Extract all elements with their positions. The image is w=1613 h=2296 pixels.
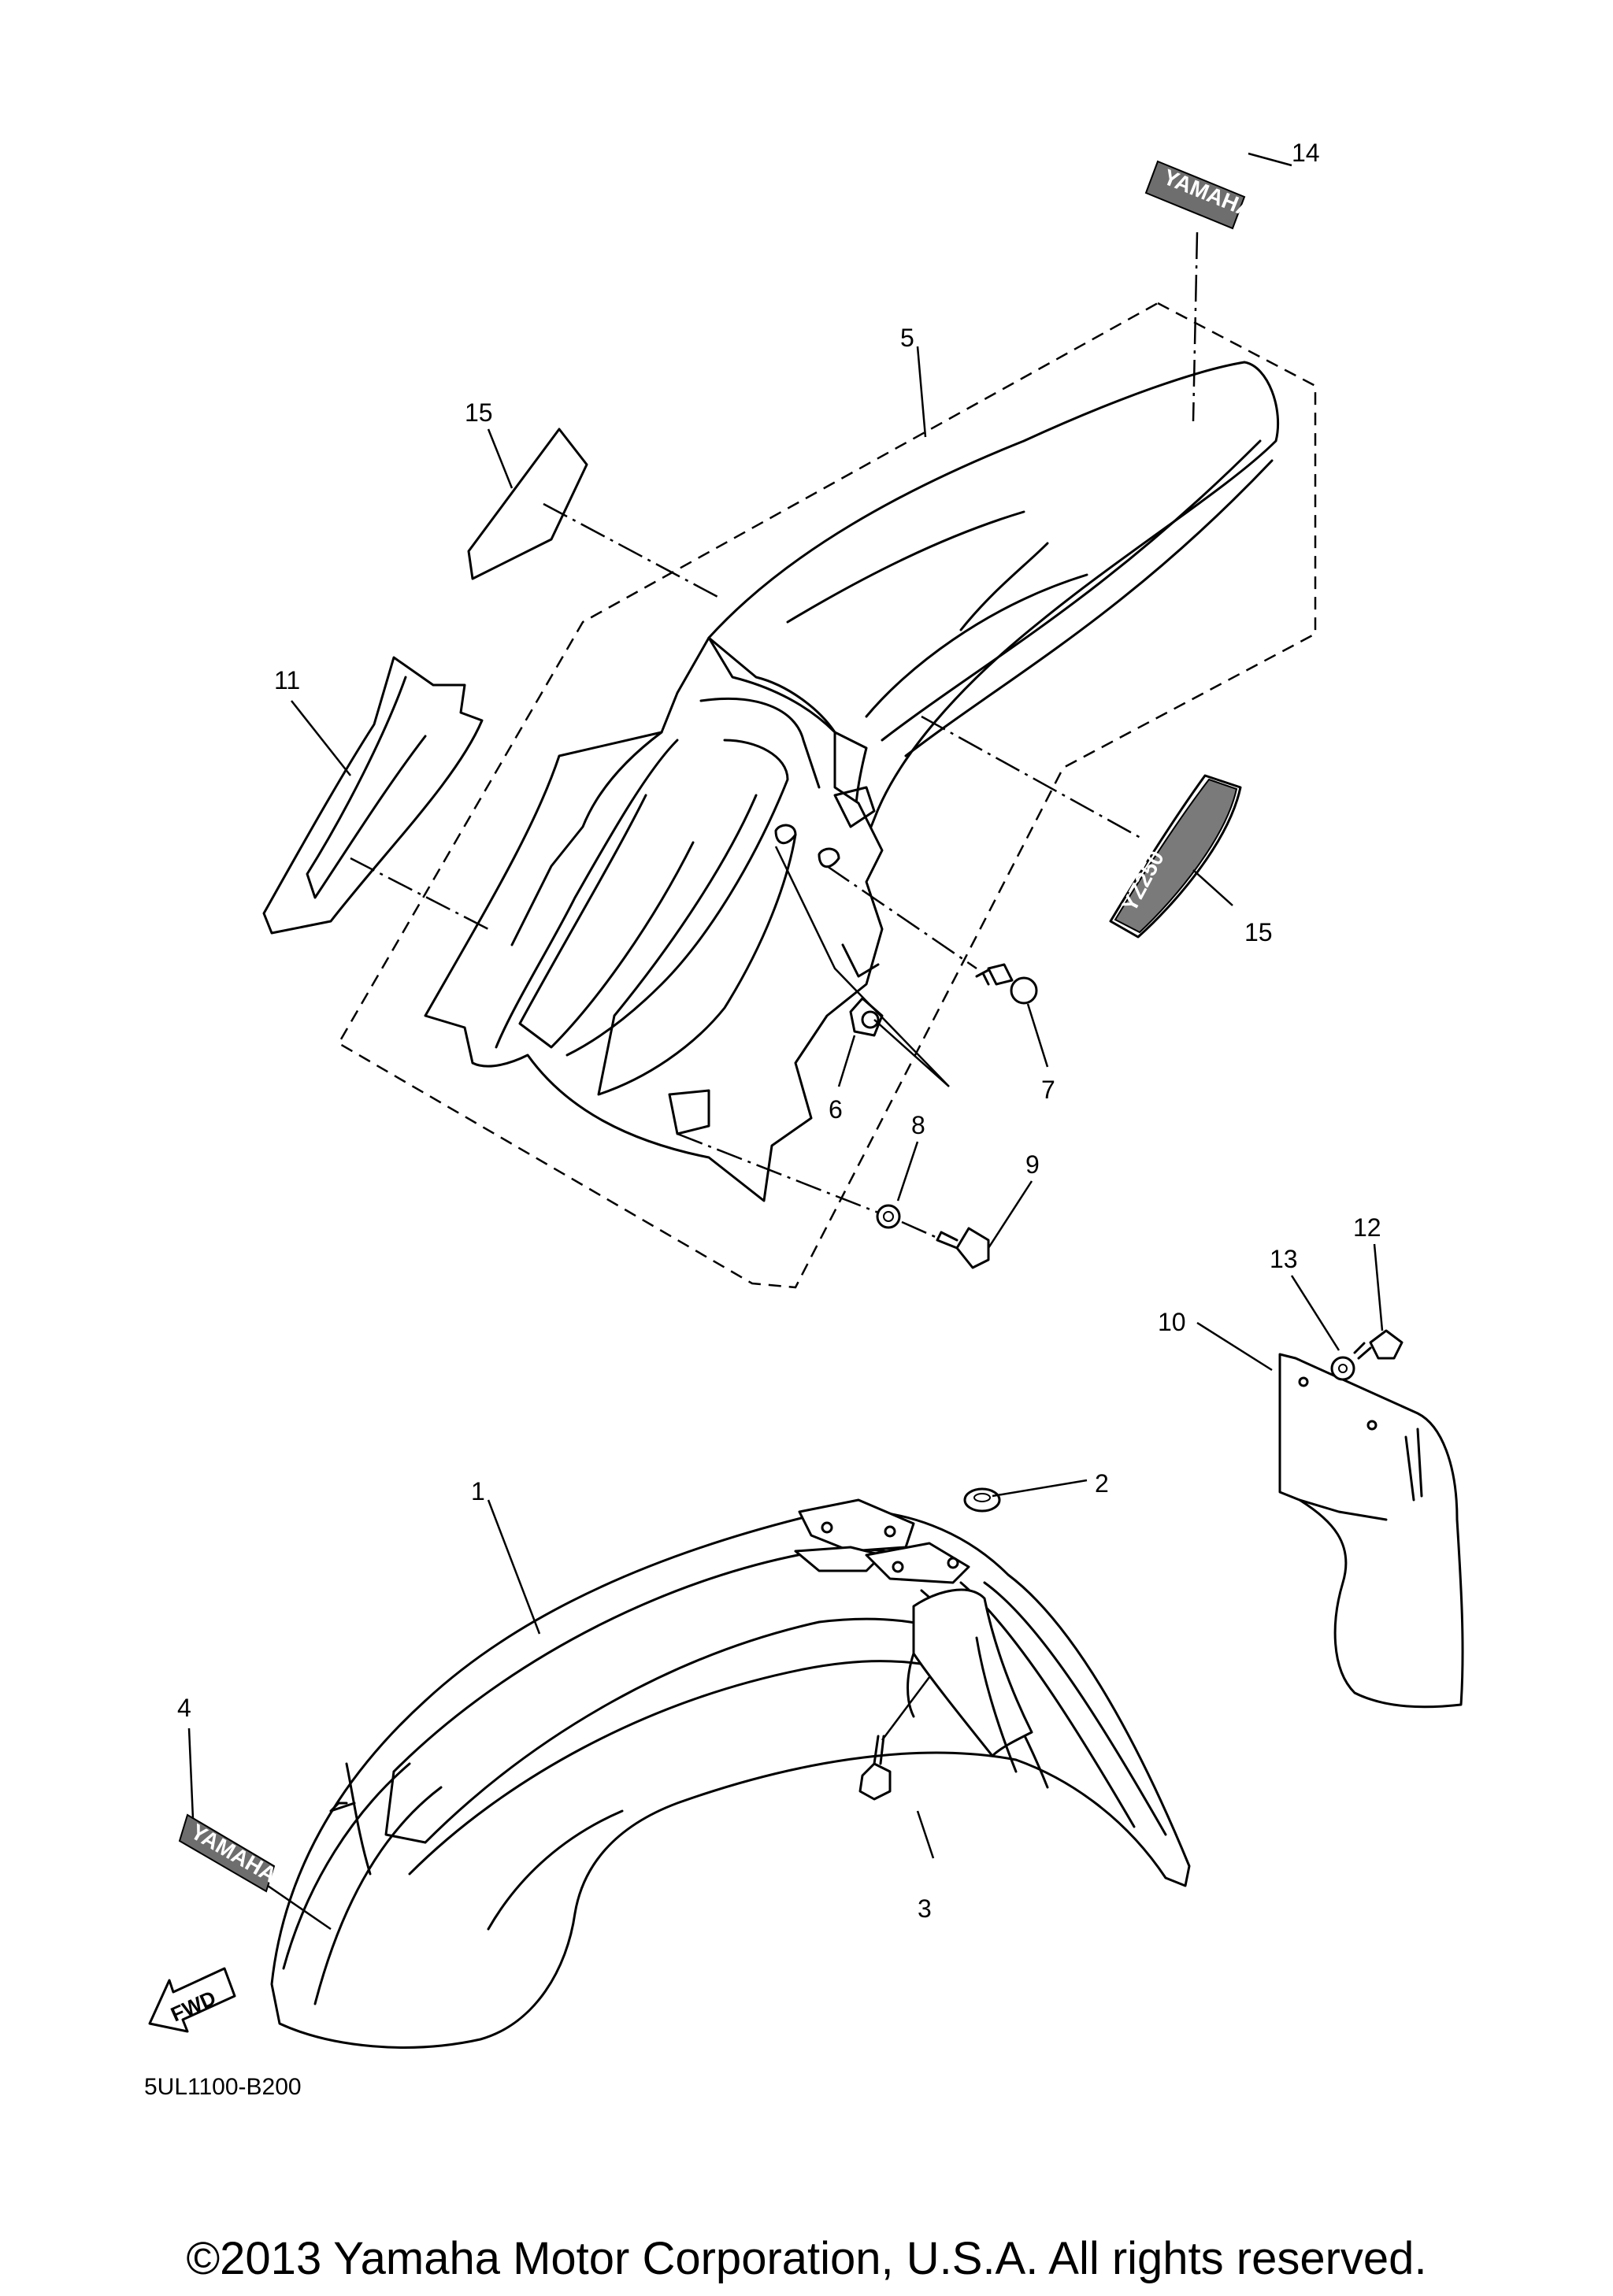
decal-part-14-yamaha: YAMAHA: [1144, 160, 1257, 230]
leader-lines: [187, 152, 1384, 1931]
callout-7: 7: [1041, 1076, 1055, 1104]
callout-12: 12: [1353, 1213, 1381, 1242]
callout-8: 8: [911, 1111, 925, 1139]
rear-fender-part-5: [707, 361, 1280, 860]
assembly-line-11: [350, 857, 489, 931]
fwd-arrow-icon: FWD: [148, 1967, 236, 2033]
callout-15-left: 15: [465, 398, 493, 427]
bolt-part-7: [975, 963, 1038, 1005]
nut-part-6: [849, 997, 884, 1037]
callout-5: 5: [900, 324, 914, 352]
callout-15-right: 15: [1244, 918, 1273, 946]
callout-6: 6: [829, 1095, 843, 1124]
callout-3: 3: [918, 1894, 932, 1923]
front-fender-part-1: [270, 1498, 1191, 2049]
callout-4: 4: [177, 1694, 191, 1722]
assembly-line-15-left: [543, 502, 721, 600]
diagram-code: 5UL1100-B200: [144, 2074, 302, 2100]
callout-1: 1: [471, 1477, 485, 1505]
assembly-line-14: [1192, 231, 1199, 422]
decal-part-4-yamaha: YAMAHA: [178, 1813, 281, 1893]
bolt-part-3: [858, 1735, 892, 1801]
copyright-notice: ©2013 Yamaha Motor Corporation, U.S.A. A…: [186, 2233, 1426, 2284]
assembly-line-7: [826, 865, 977, 970]
callout-9: 9: [1025, 1150, 1040, 1179]
mud-flap-part-10: [1278, 1353, 1464, 1709]
callout-14: 14: [1292, 139, 1320, 167]
assembly-line-8-9: [677, 1132, 938, 1239]
decal-part-15-yz250: YZ250: [1109, 774, 1242, 939]
washer-part-13: [1330, 1356, 1355, 1381]
collar-part-8: [876, 1204, 901, 1229]
assembly-line-15-right: [921, 715, 1143, 840]
callout-13: 13: [1270, 1245, 1298, 1273]
decal-part-15-left: [467, 428, 588, 580]
callout-10: 10: [1158, 1308, 1186, 1336]
screw-part-12: [1353, 1329, 1403, 1360]
callout-11: 11: [274, 666, 300, 694]
bolt-part-9: [936, 1227, 990, 1269]
rear-fender-inner-body: [424, 636, 884, 1202]
rear-fender-assembly-outline: [337, 302, 1317, 1289]
assembly-line-6: [774, 846, 950, 1087]
callout-2: 2: [1095, 1469, 1109, 1498]
flap-part-11: [262, 656, 484, 935]
collar-part-2: [963, 1487, 1001, 1513]
